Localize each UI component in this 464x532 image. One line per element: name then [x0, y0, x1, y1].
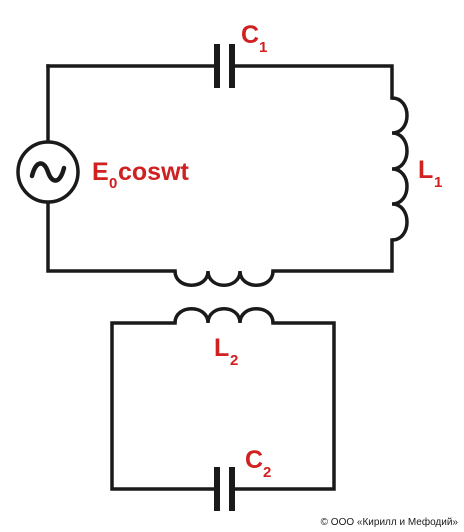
label-c2-main: C [245, 446, 263, 474]
label-l2: L 2 [214, 334, 238, 369]
wire-right-lower [271, 238, 394, 273]
label-l2-main: L [214, 334, 229, 362]
wire-left-lower [46, 200, 177, 273]
inductor-l1 [391, 96, 409, 242]
label-c1: C 1 [241, 21, 267, 56]
label-emf: E 0 coswt [92, 158, 190, 192]
label-emf-sub: 0 [109, 175, 117, 192]
label-l1-main: L [418, 156, 433, 184]
capacitor-c2 [214, 467, 235, 511]
secondary-circuit [110, 307, 336, 511]
label-emf-e: E [92, 158, 109, 186]
label-l1-sub: 1 [434, 174, 442, 191]
label-c2-sub: 2 [263, 464, 271, 481]
coupling-coil-primary [173, 270, 275, 287]
inductor-l2 [173, 307, 275, 324]
wire-top-right [232, 64, 394, 100]
primary-circuit [16, 44, 409, 287]
wire-secondary-right [230, 321, 336, 491]
label-c2: C 2 [245, 446, 271, 481]
ac-source-icon [16, 140, 80, 204]
label-l2-sub: 2 [230, 352, 238, 369]
copyright-text: © ООО «Кирилл и Мефодий» [321, 516, 459, 528]
wire-secondary-left [110, 321, 219, 491]
label-c1-main: C [241, 21, 259, 49]
capacitor-c1 [214, 44, 235, 88]
label-l1: L 1 [418, 156, 442, 191]
label-emf-rest: coswt [118, 158, 190, 186]
label-c1-sub: 1 [259, 39, 267, 56]
